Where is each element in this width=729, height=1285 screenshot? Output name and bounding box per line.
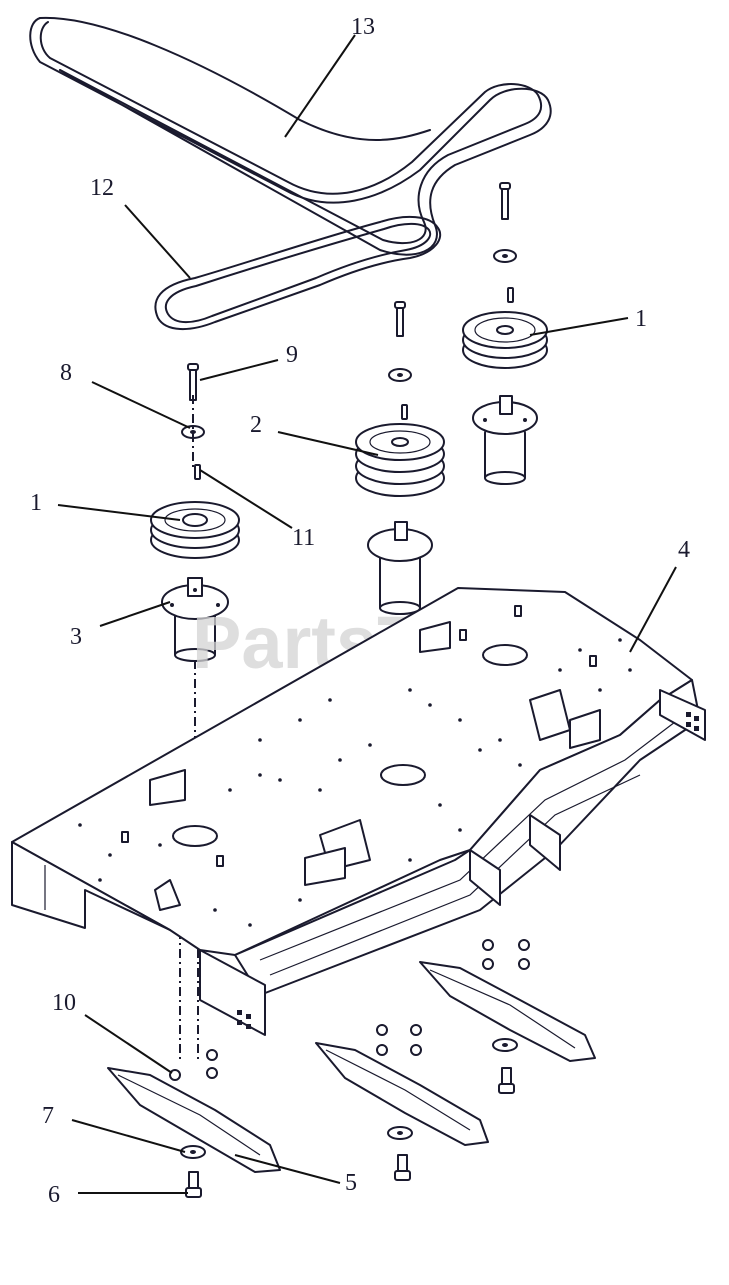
blade-bolt-8[interactable] bbox=[185, 1171, 202, 1198]
callout-9: 7 bbox=[42, 1103, 54, 1129]
leader-lines bbox=[57, 34, 677, 1194]
left-key-pin[interactable] bbox=[194, 464, 201, 480]
washer-middle[interactable] bbox=[387, 1126, 413, 1140]
middle-bolt[interactable] bbox=[394, 301, 406, 337]
callout-5: 5 bbox=[345, 1170, 357, 1196]
blade-bolt-middle[interactable] bbox=[394, 1154, 411, 1181]
callout-8: 6 bbox=[48, 1182, 60, 1208]
washer-right[interactable] bbox=[492, 1038, 518, 1052]
left-pulley[interactable] bbox=[150, 501, 240, 559]
belt-13[interactable] bbox=[29, 16, 552, 256]
middle-pulley-double[interactable] bbox=[355, 423, 445, 497]
deck-holes bbox=[78, 638, 632, 927]
callout-1-right: 1 bbox=[635, 306, 647, 332]
centerline bbox=[179, 395, 199, 1060]
middle-washer[interactable] bbox=[388, 368, 412, 382]
blade-right[interactable] bbox=[419, 961, 596, 1062]
middle-spindle[interactable] bbox=[367, 521, 433, 615]
callout-3: 3 bbox=[70, 624, 82, 650]
callout-10: 10 bbox=[52, 990, 76, 1016]
blade-bolt-right[interactable] bbox=[498, 1067, 515, 1094]
left-spindle[interactable] bbox=[161, 577, 229, 662]
right-bolt[interactable] bbox=[499, 182, 511, 220]
belt-12[interactable] bbox=[154, 215, 442, 331]
callout-13: 13 bbox=[351, 14, 375, 40]
callout-12: 12 bbox=[90, 175, 114, 201]
left-bolt[interactable] bbox=[187, 363, 199, 401]
washer-9[interactable] bbox=[180, 1145, 206, 1159]
blade-middle[interactable] bbox=[315, 1042, 489, 1146]
right-pulley[interactable] bbox=[462, 311, 548, 369]
middle-key-pin[interactable] bbox=[401, 404, 408, 420]
callout-4: 4 bbox=[678, 537, 690, 563]
mower-deck-housing[interactable] bbox=[11, 587, 706, 1036]
right-washer[interactable] bbox=[493, 249, 517, 263]
blade-left[interactable] bbox=[107, 1067, 281, 1173]
callout-7: 9 bbox=[286, 342, 298, 368]
callout-6: 8 bbox=[60, 360, 72, 386]
callout-1-left: 1 bbox=[30, 490, 42, 516]
callout-11: 11 bbox=[292, 525, 315, 551]
hardware-nuts[interactable] bbox=[169, 939, 530, 1081]
right-key-pin[interactable] bbox=[507, 287, 514, 303]
right-spindle[interactable] bbox=[472, 395, 538, 485]
callout-2: 2 bbox=[250, 412, 262, 438]
